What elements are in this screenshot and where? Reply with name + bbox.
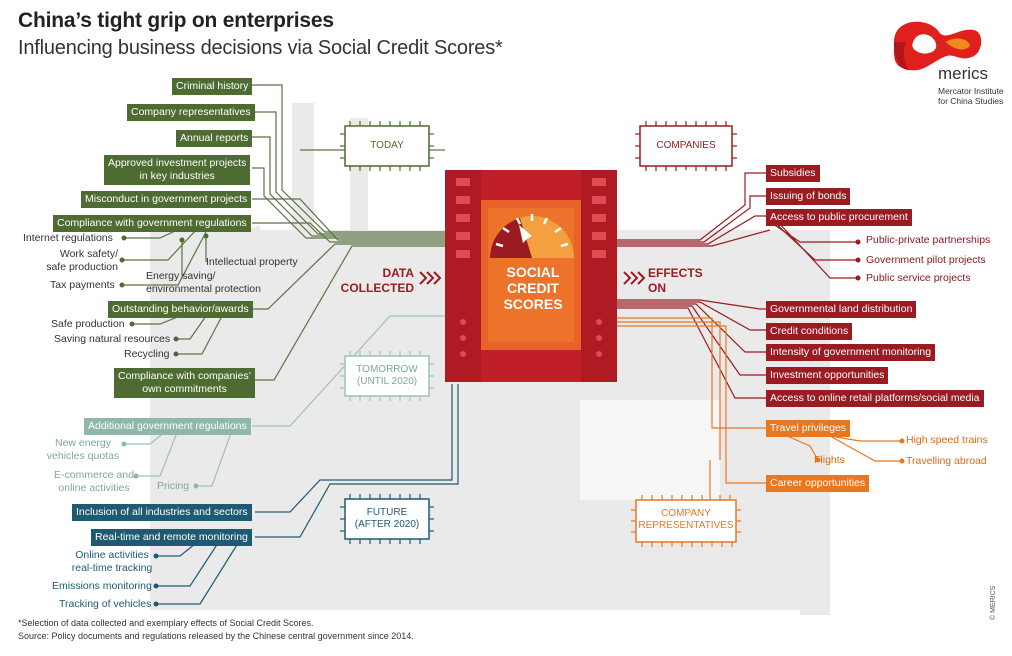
recycling-label: Recycling [124,348,170,360]
internet-regulations-label: Internet regulations [23,232,113,244]
criminal-history-box: Criminal history [172,78,253,95]
approved-projects-box: Approved investment projects in key indu… [104,155,251,185]
nev-quotas-label: New energy vehicles quotas [46,437,120,462]
today-connectors [122,84,445,381]
footnote: *Selection of data collected and exempla… [18,618,314,628]
today-chip-label: TODAY [370,140,404,151]
copyright: © MERICS [990,585,997,620]
retail-access-box: Access to online retail platforms/social… [766,390,984,407]
future-connectors [156,384,459,605]
tracking-vehicles-label: Tracking of vehicles [59,598,152,610]
travelling-abroad-label: Travelling abroad [906,455,987,467]
representatives-chip-label: COMPANY REPRESENTATIVES [638,508,734,531]
ecommerce-label: E-commerce and online activities [54,469,134,494]
credit-conditions-box: Credit conditions [766,323,853,340]
pricing-label: Pricing [157,480,190,492]
procurement-box: Access to public procurement [766,209,912,226]
logo-tagline: Mercator Institute for China Studies [938,86,1004,106]
pilot-projects-label: Government pilot projects [866,254,986,266]
effects-on-label: EFFECTS ON [648,266,703,295]
page-subtitle: Influencing business decisions via Socia… [18,37,503,59]
public-service-label: Public service projects [866,272,971,284]
effects-arrow-icon [623,271,646,285]
saving-resources-label: Saving natural resources [54,333,171,345]
emissions-monitoring-label: Emissions monitoring [52,580,152,592]
inclusion-box: Inclusion of all industries and sectors [72,504,252,521]
intellectual-property-label: Intellectual property [206,256,298,268]
commitments-box: Compliance with companies’ own commitmen… [114,368,256,398]
source-note: Source: Policy documents and regulations… [18,631,414,641]
career-opportunities-box: Career opportunities [766,475,870,492]
bonds-box: Issuing of bonds [766,188,851,205]
page-title: China’s tight grip on enterprises [18,9,334,32]
future-chip [340,494,434,544]
tomorrow-chip [340,351,434,401]
today-chip [340,121,434,171]
companies-chip [635,121,737,171]
additional-regulations-box: Additional government regulations [84,418,251,435]
ppp-label: Public-private partnerships [866,234,991,246]
company-representatives-box: Company representatives [127,104,255,121]
bullet-dots [119,233,905,607]
high-speed-trains-label: High speed trains [906,434,988,446]
outstanding-behavior-box: Outstanding behavior/awards [108,301,253,318]
safe-production-label: Safe production [51,318,125,330]
annual-reports-box: Annual reports [176,130,253,147]
social-credit-scores-label: SOCIAL CREDIT SCORES [503,264,563,312]
compliance-box: Compliance with government regulations [53,215,251,232]
energy-saving-label: Energy saving/ environmental protection [146,270,261,295]
work-safety-label: Work safety/ safe production [46,248,118,273]
tax-payments-label: Tax payments [50,279,115,291]
land-distribution-box: Governmental land distribution [766,301,917,318]
factory-windows [580,400,720,500]
monitoring-intensity-box: Intensity of government monitoring [766,344,936,361]
subsidies-box: Subsidies [766,165,820,182]
representatives-connectors [617,317,902,500]
merics-logo-icon [893,21,982,71]
logo-wordmark: merics [938,64,989,83]
social-credit-chip [445,170,617,382]
realtime-monitoring-box: Real-time and remote monitoring [91,529,252,546]
future-chip-label: FUTURE (AFTER 2020) [354,507,420,530]
flights-label: Flights [814,454,845,466]
data-arrow-icon [419,271,442,285]
tomorrow-chip-label: TOMORROW (UNTIL 2020) [356,364,418,387]
companies-chip-label: COMPANIES [656,140,716,151]
online-tracking-label: Online activities real-time tracking [71,549,153,574]
misconduct-box: Misconduct in government projects [81,191,252,208]
representatives-chip [631,495,741,547]
travel-privileges-box: Travel privileges [766,420,851,437]
investment-opportunities-box: Investment opportunities [766,367,889,384]
data-collected-label: DATA COLLECTED [340,266,414,295]
